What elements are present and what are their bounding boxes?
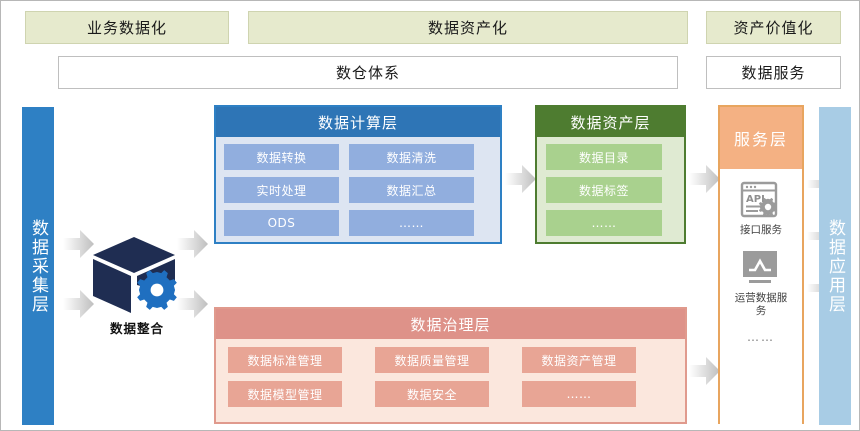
pillar-label: 数据应用层 (825, 218, 846, 314)
phase-banner-business-datafication: 业务数据化 (25, 11, 229, 44)
chip-data-quality-mgmt[interactable]: 数据质量管理 (375, 347, 489, 373)
chip-label: 数据标签 (578, 183, 629, 198)
layer-panel-data-asset: 数据资产层 数据目录 数据标签 …… (535, 105, 686, 244)
data-integration-node: 数据整合 (89, 235, 185, 343)
arrow-governance-to-service (689, 357, 720, 385)
chip-data-catalog[interactable]: 数据目录 (546, 144, 662, 170)
layer-panel-data-governance: 数据治理层 数据标准管理 数据质量管理 数据资产管理 数据模型管理 数据安全 …… (214, 307, 687, 424)
chip-ods[interactable]: ODS (224, 210, 339, 236)
chip-label: 数据质量管理 (394, 353, 470, 368)
chip-governance-more[interactable]: …… (522, 381, 636, 407)
service-item-api[interactable]: API 接口服务 (740, 181, 782, 237)
chip-label: 数据标准管理 (247, 353, 323, 368)
layer-title-label: 数据计算层 (317, 113, 398, 132)
service-items: API 接口服务 运营数据服务 …… (720, 169, 802, 430)
chip-data-cleansing[interactable]: 数据清洗 (349, 144, 474, 170)
chip-label: 数据模型管理 (247, 387, 323, 402)
layer-title-service: 服务层 (720, 107, 802, 169)
chip-realtime-processing[interactable]: 实时处理 (224, 177, 339, 203)
chip-label: …… (399, 216, 424, 230)
service-item-label: 运营数据服务 (734, 292, 788, 318)
pillar-label: 数据采集层 (28, 218, 49, 314)
chip-compute-more[interactable]: …… (349, 210, 474, 236)
layer-title-label: 数据资产层 (570, 113, 651, 132)
cube-gear-icon (93, 237, 177, 313)
layer-title-data-governance: 数据治理层 (216, 309, 685, 339)
service-item-operational-data[interactable]: 运营数据服务 (733, 249, 789, 318)
layer-title-data-asset: 数据资产层 (537, 107, 684, 137)
arrow-collect-to-integration-top (63, 230, 94, 258)
phase-banner-label: 数据资产化 (427, 19, 508, 37)
phase-banner-asset-valuation: 资产价值化 (706, 11, 841, 44)
data-integration-label: 数据整合 (109, 321, 164, 336)
layer-items-data-governance: 数据标准管理 数据质量管理 数据资产管理 数据模型管理 数据安全 …… (216, 339, 685, 415)
monitor-chart-icon (743, 251, 777, 284)
chip-data-asset-mgmt[interactable]: 数据资产管理 (522, 347, 636, 373)
phase-banner-data-assetization: 数据资产化 (248, 11, 688, 44)
arrow-integration-to-governance (177, 290, 208, 318)
subbar-data-warehouse-system: 数仓体系 (58, 56, 678, 89)
chip-asset-more[interactable]: …… (546, 210, 662, 236)
phase-banner-label: 业务数据化 (86, 19, 167, 37)
api-window-icon: API (740, 181, 778, 218)
service-more-label: …… (747, 330, 775, 345)
layer-panel-service: 服务层 API 接口服务 (718, 105, 804, 430)
pillar-data-application-layer: 数据应用层 (819, 107, 851, 425)
phase-banner-label: 资产价值化 (733, 19, 814, 37)
layer-title-data-compute: 数据计算层 (216, 107, 500, 137)
chip-label: 数据目录 (578, 150, 629, 165)
chip-data-transform[interactable]: 数据转换 (224, 144, 339, 170)
chip-label: 数据资产管理 (541, 353, 617, 368)
subbar-data-service: 数据服务 (706, 56, 841, 89)
layer-title-label: 服务层 (733, 130, 788, 149)
chip-label: 实时处理 (256, 183, 307, 198)
chip-label: 数据转换 (256, 150, 307, 165)
chip-data-aggregation[interactable]: 数据汇总 (349, 177, 474, 203)
layer-items-data-compute: 数据转换 数据清洗 实时处理 数据汇总 ODS …… (216, 137, 500, 243)
layer-items-data-asset: 数据目录 数据标签 …… (537, 137, 684, 243)
arrow-collect-to-integration-bottom (63, 290, 94, 318)
layer-title-label: 数据治理层 (410, 315, 491, 334)
chip-label: ODS (267, 216, 296, 230)
subbar-label: 数据服务 (741, 64, 806, 82)
pillar-data-collection-layer: 数据采集层 (22, 107, 54, 425)
chip-data-standard-mgmt[interactable]: 数据标准管理 (228, 347, 342, 373)
chip-label: 数据安全 (406, 387, 457, 402)
arrow-asset-to-service (689, 165, 720, 193)
chip-data-security[interactable]: 数据安全 (375, 381, 489, 407)
service-item-label: 接口服务 (740, 224, 782, 236)
svg-text:API: API (746, 194, 765, 205)
arrow-compute-to-asset (505, 165, 536, 193)
chip-data-tag[interactable]: 数据标签 (546, 177, 662, 203)
chip-label: …… (591, 216, 617, 230)
chip-data-model-mgmt[interactable]: 数据模型管理 (228, 381, 342, 407)
arrow-integration-to-compute (177, 230, 208, 258)
chip-label: 数据清洗 (386, 150, 437, 165)
layer-panel-data-compute: 数据计算层 数据转换 数据清洗 实时处理 数据汇总 ODS …… (214, 105, 502, 244)
subbar-label: 数仓体系 (335, 64, 400, 82)
chip-label: …… (566, 387, 592, 401)
chip-label: 数据汇总 (386, 183, 437, 198)
